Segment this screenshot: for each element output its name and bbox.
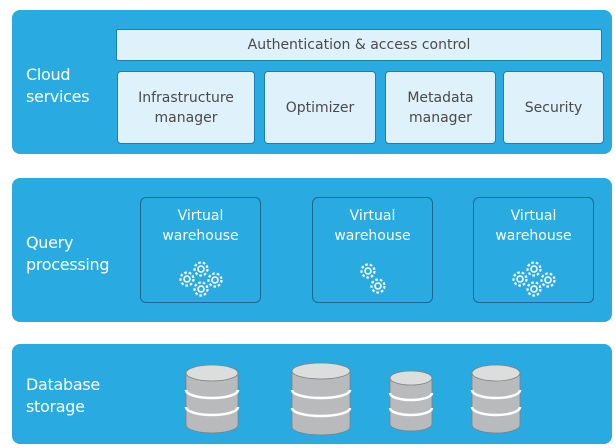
optimizer-label: Optimizer bbox=[285, 99, 355, 116]
warehouse-3-label-line2: warehouse bbox=[495, 228, 572, 244]
query-processing-label: Query processing bbox=[26, 232, 110, 276]
database-icon bbox=[184, 364, 240, 434]
warehouse-1-label-line1: Virtual bbox=[177, 208, 224, 224]
metadata-manager-label-line2: manager bbox=[409, 109, 472, 126]
database-storage-label: Database storage bbox=[26, 374, 100, 418]
database-icon bbox=[290, 362, 352, 436]
warehouse-1-label-line2: warehouse bbox=[162, 228, 239, 244]
gears-icon bbox=[511, 261, 556, 297]
optimizer-box: Optimizer bbox=[264, 71, 376, 144]
auth-access-control-box: Authentication & access control bbox=[116, 29, 602, 61]
database-icon bbox=[388, 370, 434, 432]
security-label: Security bbox=[524, 99, 583, 116]
cloud-services-layer: Cloud services Authentication & access c… bbox=[12, 10, 612, 154]
cloud-label-line1: Cloud bbox=[26, 65, 71, 84]
metadata-manager-label-line1: Metadata bbox=[407, 89, 474, 106]
cloud-services-label: Cloud services bbox=[26, 64, 90, 108]
warehouse-2-label-line1: Virtual bbox=[349, 208, 396, 224]
warehouse-3-label-line1: Virtual bbox=[510, 208, 557, 224]
infrastructure-manager-label-line1: Infrastructure bbox=[138, 89, 234, 106]
database-storage-layer: Database storage bbox=[12, 344, 612, 444]
query-label-line1: Query bbox=[26, 233, 74, 252]
gears-icon bbox=[359, 263, 386, 294]
infrastructure-manager-label-line2: manager bbox=[154, 109, 218, 126]
security-box: Security bbox=[503, 71, 604, 144]
query-processing-layer: Query processing Virtual warehouse bbox=[12, 178, 612, 322]
virtual-warehouse-2: Virtual warehouse bbox=[312, 197, 433, 303]
virtual-warehouse-1: Virtual warehouse bbox=[140, 197, 261, 303]
infrastructure-manager-box: Infrastructure manager bbox=[117, 71, 255, 144]
cloud-label-line2: services bbox=[26, 87, 90, 106]
virtual-warehouse-3: Virtual warehouse bbox=[473, 197, 594, 303]
gears-icon bbox=[178, 261, 223, 297]
storage-label-line1: Database bbox=[26, 375, 100, 394]
query-label-line2: processing bbox=[26, 255, 110, 274]
storage-label-line2: storage bbox=[26, 397, 85, 416]
auth-access-control-label: Authentication & access control bbox=[247, 37, 471, 53]
database-icon bbox=[470, 364, 522, 434]
warehouse-2-label-line2: warehouse bbox=[334, 228, 411, 244]
metadata-manager-box: Metadata manager bbox=[385, 71, 496, 144]
